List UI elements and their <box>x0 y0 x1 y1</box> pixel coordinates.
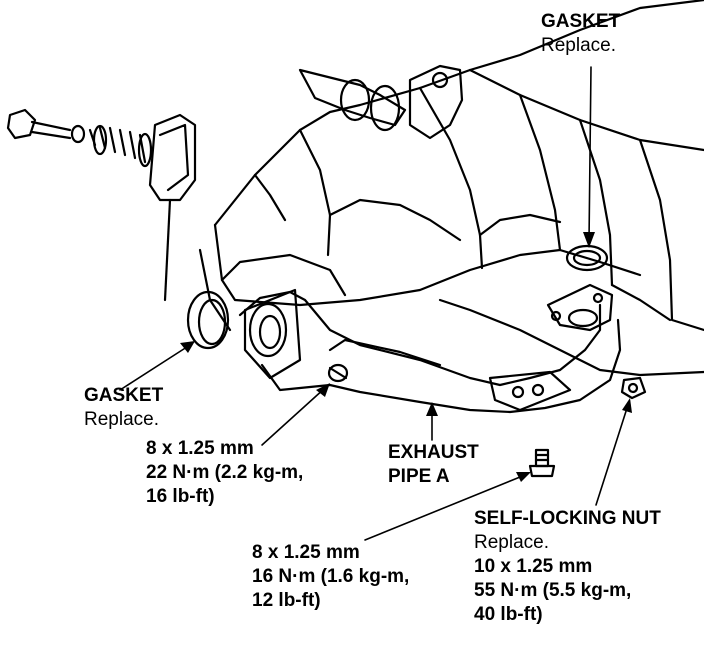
bolt-a-torque: 22 N·m (2.2 kg-m, <box>146 462 304 483</box>
leader-arrows <box>180 232 632 482</box>
callout-gasket-top: GASKET Replace. <box>541 10 620 58</box>
callout-bolt-b: 8 x 1.25 mm 16 N·m (1.6 kg-m, 12 lb-ft) <box>252 541 409 613</box>
callout-gasket-left: GASKET Replace. <box>84 384 163 432</box>
nut-torque: 55 N·m (5.5 kg-m, <box>474 580 632 601</box>
gasket-top <box>565 244 609 272</box>
pipe-stud-bolt <box>327 363 349 383</box>
callout-self-locking-nut: SELF-LOCKING NUT Replace. 10 x 1.25 mm 5… <box>474 507 661 627</box>
bolt-a-torque-ft: 16 lb-ft) <box>146 486 215 507</box>
spring-bolt-assembly <box>6 108 197 302</box>
nut-title: SELF-LOCKING NUT <box>474 508 661 529</box>
nut-torque-ft: 40 lb-ft) <box>474 604 543 625</box>
exhaust-pipe-line2: PIPE A <box>388 466 450 487</box>
nut-note: Replace. <box>474 532 549 553</box>
self-locking-nut <box>620 376 647 400</box>
lower-bolt <box>528 448 556 478</box>
gasket-left <box>186 290 230 350</box>
upper-mount <box>298 64 464 140</box>
callout-bolt-a: 8 x 1.25 mm 22 N·m (2.2 kg-m, 16 lb-ft) <box>146 437 303 509</box>
bolt-b-size: 8 x 1.25 mm <box>252 542 360 563</box>
gasket-top-note: Replace. <box>541 35 616 56</box>
bolt-b-torque: 16 N·m (1.6 kg-m, <box>252 566 410 587</box>
gasket-left-title: GASKET <box>84 385 164 406</box>
nut-size: 10 x 1.25 mm <box>474 556 593 577</box>
leader-lines <box>119 66 629 541</box>
bolt-a-size: 8 x 1.25 mm <box>146 438 254 459</box>
exhaust-pipe-a <box>238 288 622 414</box>
callout-exhaust-pipe: EXHAUST PIPE A <box>388 441 479 489</box>
pipe-flange <box>546 283 614 332</box>
gasket-left-note: Replace. <box>84 409 159 430</box>
engine-block <box>198 0 704 377</box>
exhaust-pipe-line1: EXHAUST <box>388 442 479 463</box>
bolt-b-torque-ft: 12 lb-ft) <box>252 590 321 611</box>
gasket-top-title: GASKET <box>541 11 621 32</box>
